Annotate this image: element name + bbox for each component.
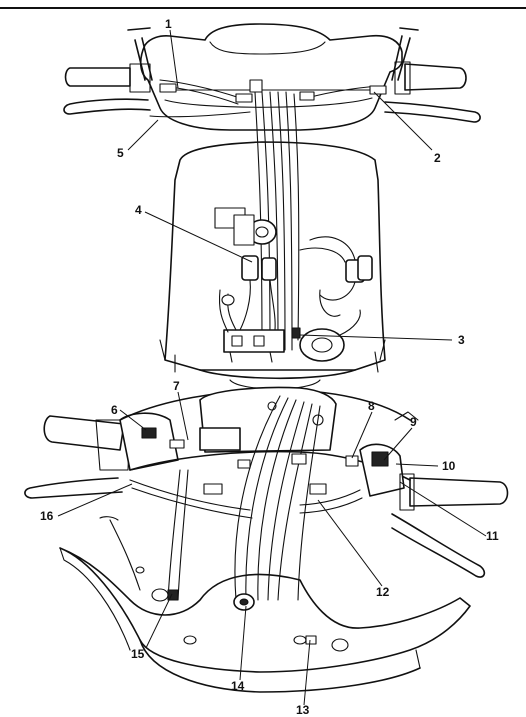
callout-13: 13 <box>296 703 310 717</box>
callout-labels: 1 2 3 4 5 6 7 8 9 10 11 12 13 14 15 16 <box>40 17 499 717</box>
bottom-view-illustration <box>24 386 509 693</box>
callout-1: 1 <box>165 17 172 31</box>
callout-16: 16 <box>40 509 54 523</box>
callout-5: 5 <box>117 146 124 160</box>
callout-4: 4 <box>135 203 142 217</box>
callout-14: 14 <box>231 679 245 693</box>
callout-12: 12 <box>376 585 390 599</box>
callout-7: 7 <box>173 379 180 393</box>
top-view-illustration <box>63 23 481 390</box>
callout-2: 2 <box>434 151 441 165</box>
callout-9: 9 <box>410 415 417 429</box>
top-view-leaders <box>127 29 453 341</box>
callout-3: 3 <box>458 333 465 347</box>
callout-6: 6 <box>111 403 118 417</box>
bottom-view-leaders <box>57 391 487 706</box>
callout-15: 15 <box>131 647 145 661</box>
callout-10: 10 <box>442 459 456 473</box>
callout-11: 11 <box>486 529 499 543</box>
callout-8: 8 <box>368 399 375 413</box>
